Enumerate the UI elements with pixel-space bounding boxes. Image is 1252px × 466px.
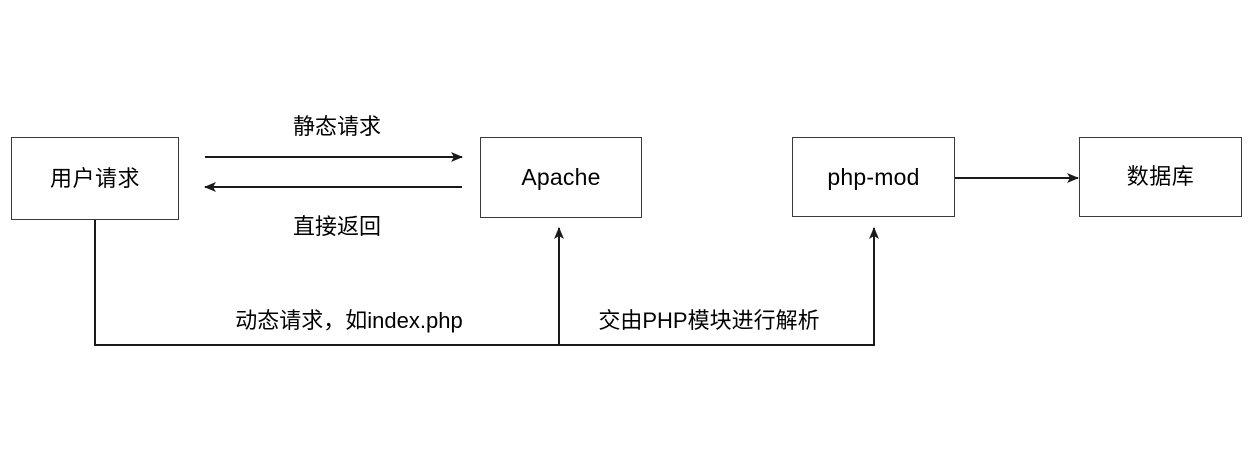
node-php-mod[interactable]: php-mod <box>792 137 955 217</box>
node-user-request-label: 用户请求 <box>49 165 140 191</box>
edge-label-dynamic-request: 动态请求，如index.php <box>235 308 463 333</box>
edge-label-direct-return: 直接返回 <box>292 214 382 239</box>
node-php-mod-label: php-mod <box>827 163 920 190</box>
node-database-label: 数据库 <box>1126 164 1195 189</box>
edge-label-php-parse: 交由PHP模块进行解析 <box>598 308 820 333</box>
edge-label-static-request: 静态请求 <box>292 114 382 139</box>
node-apache[interactable]: Apache <box>480 137 642 218</box>
node-database[interactable]: 数据库 <box>1079 137 1242 217</box>
node-user-request[interactable]: 用户请求 <box>11 137 179 220</box>
node-apache-label: Apache <box>521 164 601 190</box>
edge-dynamic-request-line <box>94 220 564 346</box>
edge-php-parse-line <box>559 227 879 346</box>
